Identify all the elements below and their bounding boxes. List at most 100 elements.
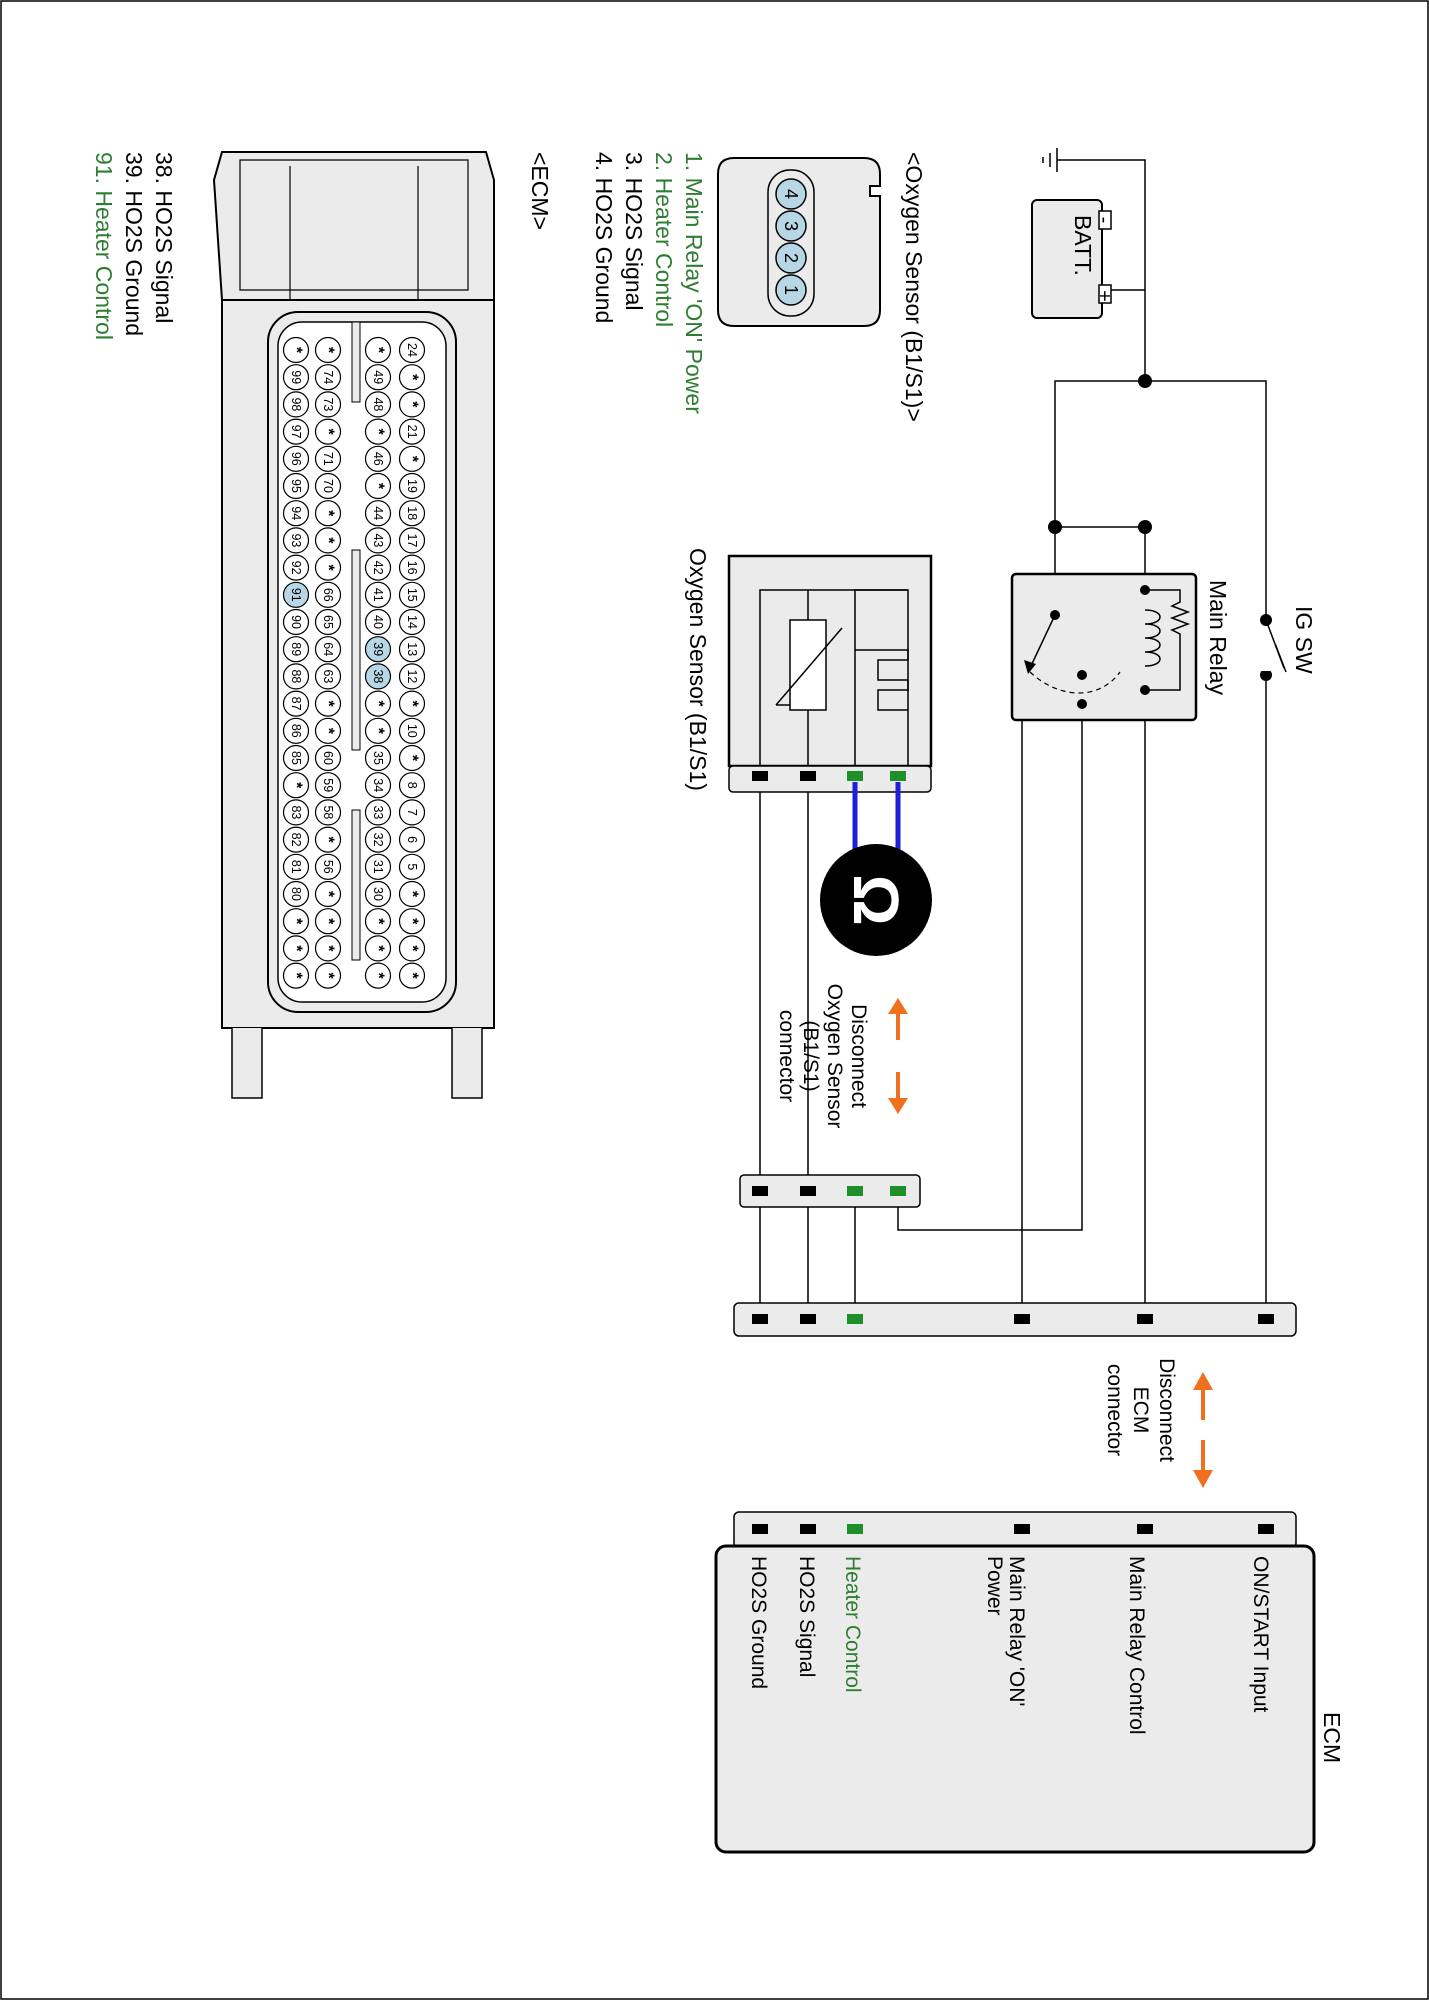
ecm-pin [282, 527, 310, 554]
ecm-pin-label: 30 [371, 887, 385, 901]
ecm-pin [364, 527, 392, 554]
ecm-pin-label: 6 [405, 836, 419, 843]
ecm-pin-label: * [404, 374, 421, 381]
ecm-pin-label: 66 [321, 588, 335, 602]
ecm-pin-label: 5 [405, 863, 419, 870]
ecm-pin-label: * [320, 564, 337, 571]
ecm-pin [282, 636, 310, 663]
ecm-pin-label: 63 [321, 669, 335, 683]
ecm-pin-label: * [320, 945, 337, 952]
disconnect-ecm-arrows [1193, 1372, 1213, 1488]
ecm-pin [314, 826, 342, 853]
ecm-pin-label: * [370, 483, 387, 490]
disconnect-sensor-line: connector [775, 1010, 798, 1102]
ecm-pin [282, 554, 310, 581]
ecm-pin-label: * [370, 918, 387, 925]
ecm-pin [314, 663, 342, 690]
disconnect-sensor-line: Disconnect [847, 1004, 870, 1108]
ecm-terminal-heater-control: Heater Control [841, 1556, 864, 1693]
ecm-pin [282, 826, 310, 853]
ecm-pin [398, 391, 426, 418]
ohm-meter-icon: Ω [820, 844, 932, 956]
ecm-pin-label: 80 [289, 887, 303, 901]
ecm-pin [398, 554, 426, 581]
oxygen-sensor-block-label: Oxygen Sensor (B1/S1) [685, 548, 711, 791]
ecm-pin-label: * [320, 347, 337, 354]
sensor-pin [775, 242, 807, 274]
ecm-box: ECM ON/START Input Main Relay Control Ma… [714, 1544, 1345, 1854]
ecm-pin [398, 500, 426, 527]
ecm-pin-label: * [370, 700, 387, 707]
ecm-pin-label: 7 [405, 809, 419, 816]
ecm-pin-label: 94 [289, 506, 303, 520]
ecm-pin [314, 581, 342, 608]
ecm-terminal-on-start: ON/START Input [1249, 1556, 1272, 1713]
ecm-pin [282, 608, 310, 636]
ecm-pin [364, 717, 392, 744]
ecm-pin-label: 89 [289, 642, 303, 656]
main-relay-label: Main Relay [1205, 580, 1231, 696]
ecm-pin [314, 418, 342, 445]
ecm-pin-label: 59 [321, 778, 335, 792]
ecm-pin-label: 12 [405, 669, 419, 683]
ecm-pin-label: * [370, 347, 387, 354]
ecm-pin-label: * [288, 347, 305, 354]
ecm-pin [398, 364, 426, 391]
ecm-pin-label: 21 [405, 425, 419, 439]
ecm-pin-label: * [320, 428, 337, 435]
ecm-pin-label: * [320, 918, 337, 925]
ecm-pin-label: 96 [289, 452, 303, 466]
ecm-pin [282, 962, 310, 989]
ecm-pin-label: 19 [405, 479, 419, 493]
ecm-pin-label: 15 [405, 588, 419, 602]
ecm-pin-label: * [320, 836, 337, 843]
ohm-symbol: Ω [840, 874, 912, 925]
ecm-pin-label: * [320, 537, 337, 544]
ecm-pin [282, 581, 310, 608]
ecm-legend-item: 91. Heater Control [91, 152, 117, 340]
ig-sw-label: IG SW [1291, 606, 1317, 674]
ecm-pin-label: * [404, 700, 421, 707]
ecm-pin [314, 445, 342, 472]
ecm-pin-label: 44 [371, 506, 385, 520]
ecm-pin [282, 717, 310, 744]
ecm-pin-label: 17 [405, 533, 419, 547]
ecm-pin [364, 581, 392, 608]
ecm-pin [282, 418, 310, 445]
ecm-pin [282, 663, 310, 690]
ecm-pin [314, 336, 342, 364]
battery-minus: - [1093, 217, 1115, 224]
ecm-pin-label: 8 [405, 782, 419, 789]
ecm-pin [398, 690, 426, 717]
ecm-pin [314, 500, 342, 527]
ecm-pin-label: * [320, 728, 337, 735]
ecm-pin-label: 13 [405, 642, 419, 656]
ecm-pin [314, 391, 342, 418]
ecm-pin [398, 336, 426, 364]
ecm-pin [282, 690, 310, 717]
ecm-pin [282, 935, 310, 962]
ecm-pin [398, 717, 426, 744]
ecm-pin-label: 35 [371, 751, 385, 765]
ecm-pin [364, 554, 392, 581]
ecm-pin [364, 880, 392, 908]
ecm-pin [314, 527, 342, 554]
ecm-pin-label: * [320, 700, 337, 707]
ecm-connector-view: <ECM> 24**21*1918171615141312*10*8765***… [91, 151, 553, 1099]
ecm-pin [364, 908, 392, 935]
ecm-pin-label: 81 [289, 860, 303, 874]
ecm-pin-label: 10 [405, 724, 419, 738]
ecm-pin [314, 799, 342, 826]
ecm-terminal-mr-on-power-1: Main Relay 'ON' [1005, 1556, 1028, 1706]
disconnect-sensor-line: (B1/S1) [799, 1020, 822, 1091]
sensor-pin-label: 3 [781, 221, 801, 231]
ecm-pin [398, 935, 426, 962]
ecm-pin [398, 581, 426, 608]
sensor-connector-title: <Oxygen Sensor (B1/S1)> [901, 152, 927, 422]
ecm-pin [398, 826, 426, 853]
